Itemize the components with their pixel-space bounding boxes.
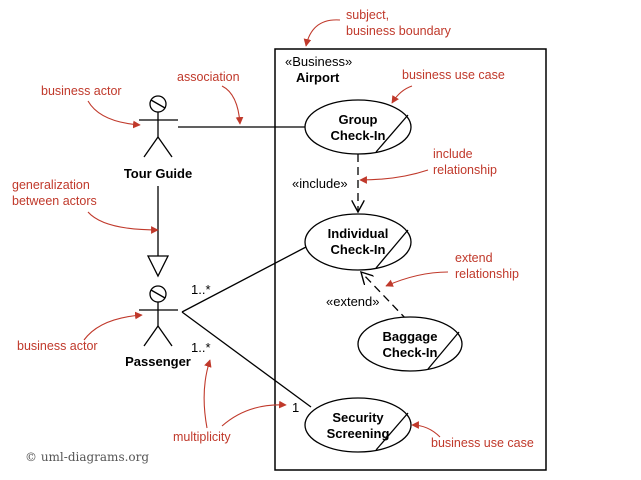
copyright-text: © uml-diagrams.org — [25, 450, 149, 464]
svg-text:subject,: subject, — [346, 8, 389, 22]
use-case-security-screening-line2: Screening — [327, 426, 390, 441]
svg-text:business actor: business actor — [41, 84, 122, 98]
extend-label: «extend» — [326, 294, 380, 309]
use-case-security-screening[interactable]: Security Screening — [304, 397, 412, 453]
annotation-include-relationship: include relationship — [359, 147, 497, 184]
use-case-security-screening-line1: Security — [332, 410, 384, 425]
association-passenger-individual — [181, 246, 307, 313]
use-case-group-checkin-line1: Group — [339, 112, 378, 127]
use-case-baggage-checkin[interactable]: Baggage Check-In — [357, 316, 463, 372]
use-case-individual-checkin[interactable]: Individual Check-In — [304, 213, 412, 271]
svg-text:association: association — [177, 70, 240, 84]
svg-text:generalization: generalization — [12, 178, 90, 192]
annotation-business-actor-top: business actor — [41, 84, 141, 129]
actor-passenger[interactable] — [139, 285, 178, 347]
annotation-multiplicity: multiplicity — [173, 359, 287, 444]
annotation-association: association — [177, 70, 244, 125]
multiplicity-security-passenger: 1..* — [191, 340, 211, 355]
svg-text:include: include — [433, 147, 473, 161]
multiplicity-security: 1 — [292, 400, 299, 415]
svg-text:business use case: business use case — [431, 436, 534, 450]
use-case-group-checkin-line2: Check-In — [331, 128, 386, 143]
svg-text:between actors: between actors — [12, 194, 97, 208]
extend-dependency — [361, 272, 408, 321]
use-case-baggage-checkin-line2: Check-In — [383, 345, 438, 360]
annotation-business-use-case-top: business use case — [391, 68, 505, 104]
svg-text:business actor: business actor — [17, 339, 98, 353]
svg-text:business use case: business use case — [402, 68, 505, 82]
use-case-individual-checkin-line2: Check-In — [331, 242, 386, 257]
subject-stereotype: «Business» — [285, 54, 352, 69]
annotation-extend-relationship: extend relationship — [385, 251, 519, 287]
svg-text:business boundary: business boundary — [346, 24, 452, 38]
svg-text:extend: extend — [455, 251, 493, 265]
actor-tour-guide[interactable] — [139, 95, 178, 158]
use-case-group-checkin[interactable]: Group Check-In — [304, 99, 412, 155]
svg-text:multiplicity: multiplicity — [173, 430, 231, 444]
use-case-individual-checkin-line1: Individual — [328, 226, 389, 241]
annotation-generalization: generalization between actors — [12, 178, 159, 234]
annotation-business-use-case-bottom: business use case — [411, 421, 534, 450]
annotation-subject-boundary: subject, business boundary — [303, 8, 452, 47]
subject-name: Airport — [296, 70, 340, 85]
include-label: «include» — [292, 176, 348, 191]
actor-tour-guide-label: Tour Guide — [124, 166, 192, 181]
generalization-arrow — [146, 186, 170, 278]
use-case-baggage-checkin-line1: Baggage — [383, 329, 438, 344]
svg-text:relationship: relationship — [455, 267, 519, 281]
subject-boundary — [274, 48, 547, 471]
association-passenger-security — [181, 311, 312, 408]
svg-text:relationship: relationship — [433, 163, 497, 177]
multiplicity-individual: 1..* — [191, 282, 211, 297]
actor-passenger-label: Passenger — [125, 354, 191, 369]
annotation-business-actor-bottom: business actor — [17, 311, 143, 353]
